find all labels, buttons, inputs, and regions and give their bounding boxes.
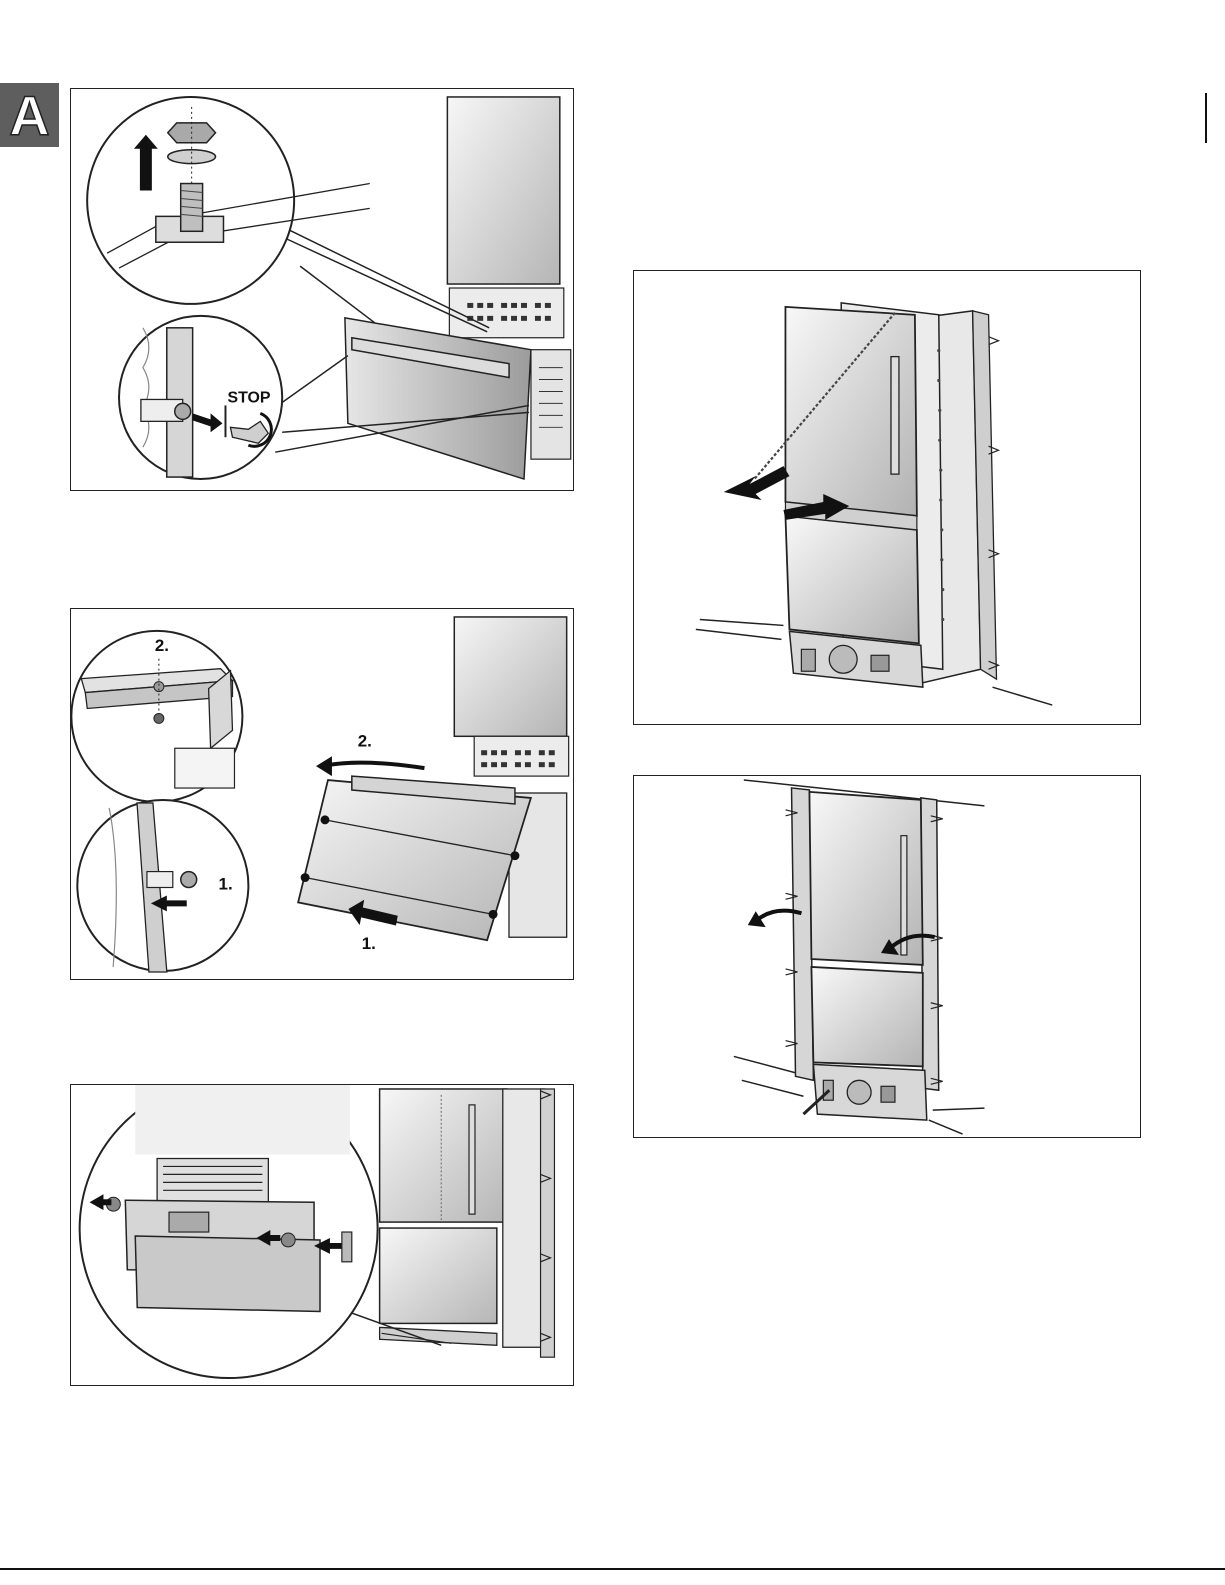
figure-3-toe-kick-mount	[70, 1084, 574, 1386]
arrow-pull-icon	[724, 466, 790, 500]
appliance-lower-drawer	[785, 516, 918, 643]
screw-icon	[154, 713, 164, 723]
upper-door-handle	[469, 1105, 475, 1214]
appliance-door	[447, 97, 559, 284]
page-edge-mark	[1205, 93, 1207, 143]
section-tab: A	[0, 83, 59, 147]
figure-2-drawer-front-mount: 2. 1. 2. 1.	[70, 608, 574, 980]
vent-grille	[449, 288, 563, 338]
footer-rule	[0, 1568, 1225, 1570]
upper-door-handle	[891, 357, 899, 474]
step-2-arrow-label: 2.	[358, 731, 372, 750]
figure-4-illustration	[634, 271, 1140, 724]
figure-1-illustration: STOP	[71, 89, 573, 490]
vent-grille	[157, 1159, 268, 1205]
figure-2-illustration: 2. 1. 2. 1.	[71, 609, 573, 979]
figure-3-illustration	[71, 1085, 573, 1385]
appliance-lower-drawer	[380, 1228, 497, 1323]
inset-stop-screw: STOP	[119, 316, 282, 479]
inset-top-screw: 2.	[71, 631, 242, 802]
inset-bottom-screw: 1.	[77, 800, 248, 972]
step-1-arrow-label: 1.	[362, 934, 376, 953]
figure-5-flush-install	[633, 775, 1141, 1138]
screw-icon	[281, 1233, 295, 1247]
screw-icon	[181, 872, 197, 888]
curved-arrow-icon	[322, 763, 424, 769]
section-tab-letter: A	[9, 83, 49, 148]
figure-4-appliance-alignment	[633, 270, 1141, 725]
figure-5-illustration	[634, 776, 1140, 1137]
step-1-inset-label: 1.	[219, 874, 233, 893]
appliance-upper-door	[380, 1089, 507, 1222]
step-2-inset-label: 2.	[155, 636, 169, 655]
screw-icon	[175, 403, 191, 419]
figure-1-door-drawer-adjust: STOP	[70, 88, 574, 491]
inset-toe-kick	[80, 1085, 378, 1378]
appliance-door	[454, 617, 566, 736]
stop-label: STOP	[227, 389, 270, 406]
inset-nut-washer	[87, 97, 370, 304]
appliance-lower-drawer	[811, 967, 922, 1066]
vent-grille	[474, 736, 568, 776]
